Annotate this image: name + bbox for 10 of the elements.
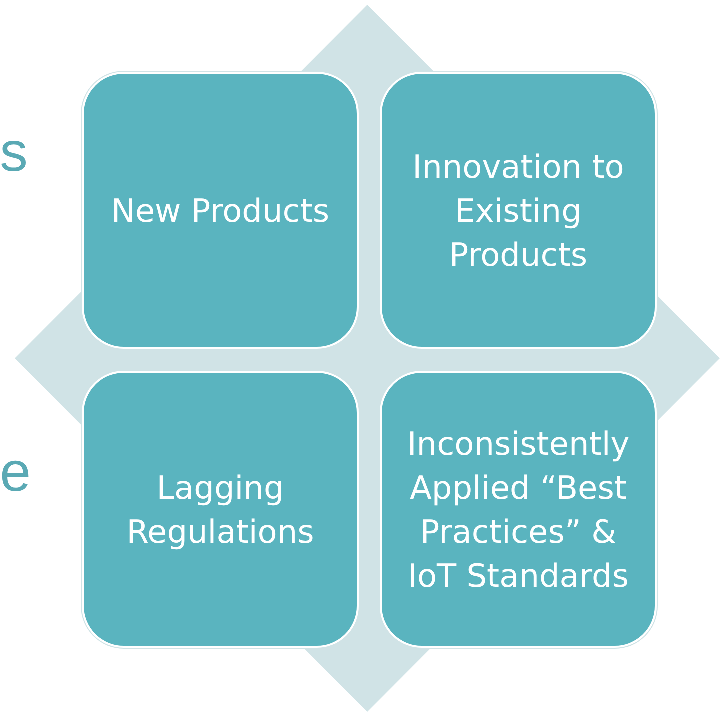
box-text: Innovation to Existing Products <box>412 146 626 276</box>
box-text: Lagging Regulations <box>126 468 316 552</box>
rounded-box <box>380 371 657 648</box>
box-text: Inconsistently Applied “Best Practices” & IoT Standards <box>406 424 631 596</box>
box-text: New Products <box>111 190 330 232</box>
cut-off-letter: e <box>0 442 32 502</box>
cut-off-letter: s <box>0 122 28 182</box>
rounded-box <box>380 72 657 349</box>
rounded-box <box>82 72 359 349</box>
rounded-box <box>82 371 359 648</box>
